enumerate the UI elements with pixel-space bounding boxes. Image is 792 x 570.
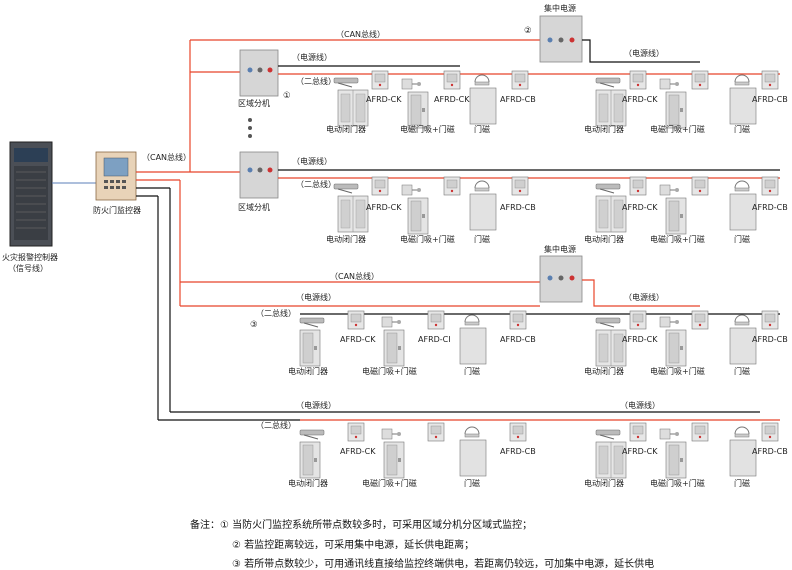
row4-right-holder: 电磁门吸+门磁	[650, 478, 705, 488]
power-supply-1-label: 集中电源	[544, 3, 576, 13]
bus2-label-1: （二总线）	[296, 76, 336, 86]
note-3: ③ 若所带点数较少，可用通讯线直接给监控终端供电，若距离仍较远，可加集中电源，延…	[232, 559, 655, 570]
row2-right-magnet: 门磁	[734, 234, 750, 244]
black-bus-lines	[136, 187, 760, 421]
zone-unit-2	[239, 151, 279, 199]
row2-left-holder: 电磁门吸+门磁	[400, 234, 455, 244]
zone-unit-1-label: 区域分机	[238, 98, 270, 108]
power-line-label-1b: （电源线）	[624, 48, 664, 58]
row1-left-ck2: AFRD-CK	[434, 95, 470, 104]
row3-right-cb: AFRD-CB	[752, 335, 788, 344]
row1-right-closer: 电动闭门器	[584, 124, 624, 134]
row2-left-closer: 电动闭门器	[326, 234, 366, 244]
row4-right-closer: 电动闭门器	[584, 478, 624, 488]
row3-left-ck: AFRD-CK	[340, 335, 376, 344]
power-line-label-1a: （电源线）	[292, 52, 332, 62]
row1-right-magnet: 门磁	[734, 124, 750, 134]
row1-left-closer: 电动闭门器	[326, 124, 366, 134]
zone-unit-1	[239, 49, 279, 97]
row1-right-ck: AFRD-CK	[622, 95, 658, 104]
row1-left-cb: AFRD-CB	[500, 95, 536, 104]
row4-right-ck: AFRD-CK	[622, 447, 658, 456]
note-2: ② 若监控距离较远，可采用集中电源，延长供电距离；	[232, 540, 475, 551]
row3-left-ci: AFRD-CI	[418, 335, 451, 344]
row2-right-holder: 电磁门吸+门磁	[650, 234, 705, 244]
row1-right-holder: 电磁门吸+门磁	[650, 124, 705, 134]
row3-right-ck: AFRD-CK	[622, 335, 658, 344]
row3-right-magnet: 门磁	[734, 366, 750, 376]
row4-right-magnet: 门磁	[734, 478, 750, 488]
marker-3: ③	[250, 320, 258, 330]
row2-right-devices	[595, 176, 779, 235]
row2-right-cb: AFRD-CB	[752, 203, 788, 212]
fire-alarm-controller	[9, 141, 53, 247]
row3-left-holder: 电磁门吸+门磁	[362, 366, 417, 376]
bus2-label-2: （二总线）	[296, 179, 336, 189]
controller-sublabel: （信号线）	[8, 263, 48, 273]
power-line-label-2: （电源线）	[292, 156, 332, 166]
row1-left-holder: 电磁门吸+门磁	[400, 124, 455, 134]
row3-left-closer: 电动闭门器	[288, 366, 328, 376]
row4-right-devices	[595, 422, 779, 479]
row3-left-magnet: 门磁	[464, 366, 480, 376]
bus2-label-3: （二总线）	[256, 308, 296, 318]
note-lead: 备注：	[190, 520, 220, 531]
row1-right-devices	[595, 70, 779, 129]
power-line-label-4b: （电源线）	[620, 400, 660, 410]
row4-left-cb: AFRD-CB	[500, 447, 536, 456]
row2-right-ck: AFRD-CK	[622, 203, 658, 212]
power-supply-1	[539, 15, 583, 63]
controller-label: 火灾报警控制器	[2, 252, 58, 262]
row2-left-cb: AFRD-CB	[500, 203, 536, 212]
row4-left-devices	[299, 422, 527, 479]
marker-1: ①	[283, 91, 291, 101]
row3-left-devices	[299, 310, 527, 367]
row4-left-holder: 电磁门吸+门磁	[362, 478, 417, 488]
row2-left-magnet: 门磁	[474, 234, 490, 244]
note-1: 备注：① 当防火门监控系统所带点数较多时，可采用区域分机分区域式监控；	[190, 516, 532, 531]
row1-left-devices	[333, 70, 529, 129]
zone-unit-2-label: 区域分机	[238, 202, 270, 212]
row1-left-ck1: AFRD-CK	[366, 95, 402, 104]
can-bus-lines	[136, 39, 540, 307]
can-bus-label-mid: （CAN总线）	[330, 271, 379, 281]
power-line-label-3a: （电源线）	[296, 292, 336, 302]
monitor-label: 防火门监控器	[93, 205, 141, 215]
bus2-label-4: （二总线）	[256, 420, 296, 430]
row4-left-closer: 电动闭门器	[288, 478, 328, 488]
row1-left-magnet: 门磁	[474, 124, 490, 134]
power-supply-2	[539, 255, 583, 303]
marker-2: ②	[524, 26, 532, 36]
fire-door-monitor	[95, 151, 137, 201]
row4-left-ck: AFRD-CK	[340, 447, 376, 456]
can-bus-label-top: （CAN总线）	[336, 29, 385, 39]
row3-right-holder: 电磁门吸+门磁	[650, 366, 705, 376]
row3-right-closer: 电动闭门器	[584, 366, 624, 376]
power-supply-2-label: 集中电源	[544, 244, 576, 254]
note-1-text: ① 当防火门监控系统所带点数较多时，可采用区域分机分区域式监控；	[220, 520, 533, 531]
ellipsis-dots	[248, 118, 252, 138]
power-line-label-3b: （电源线）	[624, 292, 664, 302]
row3-left-cb: AFRD-CB	[500, 335, 536, 344]
row2-left-devices	[333, 176, 529, 235]
row1-right-cb: AFRD-CB	[752, 95, 788, 104]
row4-left-magnet: 门磁	[464, 478, 480, 488]
power-line-label-4a: （电源线）	[296, 400, 336, 410]
row2-left-ck1: AFRD-CK	[366, 203, 402, 212]
row2-right-closer: 电动闭门器	[584, 234, 624, 244]
can-bus-label-monitor: （CAN总线）	[142, 152, 191, 162]
row3-right-devices	[595, 310, 779, 367]
row4-right-cb: AFRD-CB	[752, 447, 788, 456]
